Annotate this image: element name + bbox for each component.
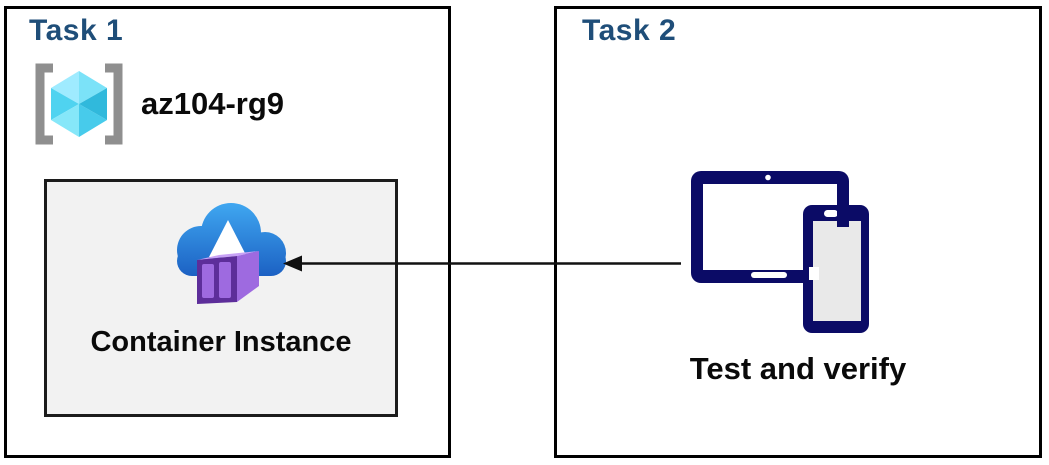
container-instance-label: Container Instance — [90, 326, 352, 358]
task2-caption: Test and verify — [689, 351, 907, 386]
resource-group-row: az104-rg9 — [31, 63, 284, 145]
resource-group-icon — [35, 63, 123, 145]
container-instances-icon — [177, 203, 286, 304]
task2-title: Task 2 — [582, 14, 677, 47]
task2-box: Task 2 Test and verify — [554, 6, 1042, 458]
resource-group-name: az104-rg9 — [141, 86, 285, 121]
task1-title: Task 1 — [29, 14, 124, 47]
container-instance-panel: Container Instance — [44, 179, 398, 417]
tablet-and-phone-icon — [691, 171, 869, 333]
task1-box: Task 1 az104-rg9 — [4, 6, 451, 458]
